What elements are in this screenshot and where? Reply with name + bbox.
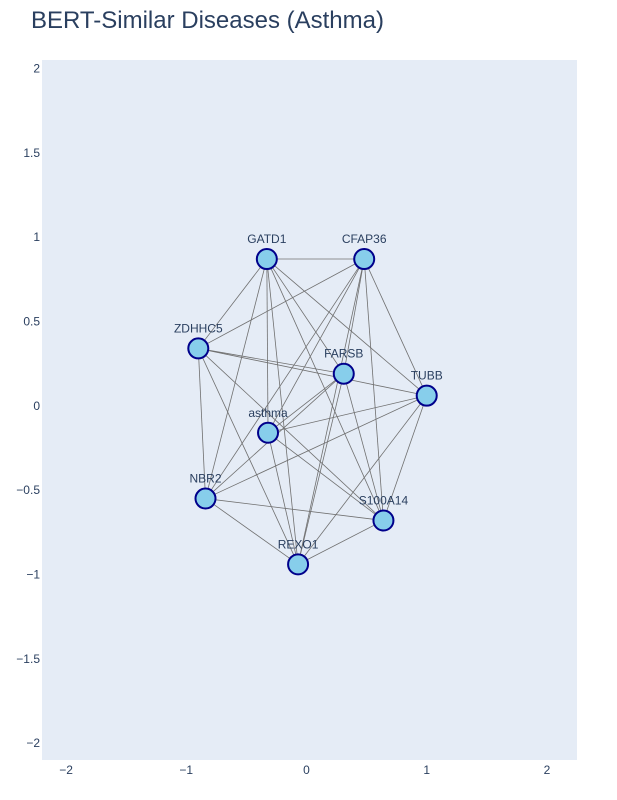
node-asthma[interactable] [257, 421, 280, 444]
x-tick-label: 2 [544, 763, 551, 777]
plot-area [42, 60, 577, 760]
edge-NBR2-REXO1 [205, 498, 299, 565]
edge-asthma-REXO1 [267, 432, 299, 565]
edge-asthma-S100A14 [267, 432, 384, 521]
x-tick-label: −1 [179, 763, 193, 777]
edge-ZDHHC5-S100A14 [198, 348, 384, 521]
node-label-asthma: asthma [248, 406, 288, 420]
node-label-TUBB: TUBB [411, 369, 443, 383]
edge-GATD1-ZDHHC5 [197, 258, 268, 349]
edge-TUBB-REXO1 [297, 395, 428, 565]
y-axis-ticks: 2 1.5 1 0.5 0 −0.5 −1 −1.5 −2 [16, 61, 40, 750]
node-label-CFAP36: CFAP36 [342, 232, 387, 246]
y-tick-label: −0.5 [16, 483, 40, 497]
node-S100A14[interactable] [372, 509, 395, 532]
edge-TUBB-NBR2 [205, 395, 427, 499]
node-label-GATD1: GATD1 [247, 232, 286, 246]
node-FARSB[interactable] [332, 362, 355, 385]
edge-CFAP36-asthma [267, 258, 365, 433]
node-label-NBR2: NBR2 [189, 472, 221, 486]
edge-ZDHHC5-REXO1 [197, 348, 299, 565]
y-tick-label: 1.5 [23, 146, 40, 160]
x-tick-label: 0 [303, 763, 310, 777]
edge-GATD1-REXO1 [266, 258, 299, 565]
x-axis-ticks: −2 −1 0 1 2 [59, 763, 550, 777]
edge-TUBB-asthma [267, 395, 427, 434]
edge-FARSB-asthma [267, 373, 345, 434]
edge-FARSB-REXO1 [297, 373, 345, 565]
y-tick-label: −2 [26, 736, 40, 750]
y-tick-label: −1 [26, 567, 40, 581]
edge-CFAP36-NBR2 [205, 258, 365, 499]
edge-ZDHHC5-FARSB [198, 348, 344, 375]
edge-GATD1-S100A14 [266, 258, 384, 521]
edge-TUBB-S100A14 [383, 395, 428, 521]
edge-CFAP36-REXO1 [297, 258, 365, 565]
node-TUBB[interactable] [415, 384, 438, 407]
node-CFAP36[interactable] [353, 248, 376, 271]
y-tick-label: 1 [33, 230, 40, 244]
node-label-FARSB: FARSB [324, 347, 363, 361]
edge-GATD1-TUBB [266, 258, 427, 396]
edge-FARSB-S100A14 [343, 373, 384, 521]
edge-CFAP36-FARSB [343, 258, 365, 374]
y-tick-label: 0.5 [23, 314, 40, 328]
node-NBR2[interactable] [194, 487, 217, 510]
node-label-ZDHHC5: ZDHHC5 [174, 321, 223, 335]
edge-S100A14-REXO1 [297, 520, 384, 565]
edge-GATD1-NBR2 [205, 258, 268, 499]
edge-CFAP36-TUBB [363, 258, 428, 396]
edge-NBR2-S100A14 [205, 498, 384, 521]
edge-CFAP36-S100A14 [363, 259, 384, 521]
node-label-REXO1: REXO1 [278, 537, 319, 551]
node-label-S100A14: S100A14 [359, 493, 409, 507]
node-GATD1[interactable] [255, 248, 278, 271]
x-tick-label: −2 [59, 763, 73, 777]
edge-ZDHHC5-TUBB [198, 348, 427, 397]
y-tick-label: −1.5 [16, 652, 40, 666]
x-tick-label: 1 [423, 763, 430, 777]
edge-CFAP36-ZDHHC5 [198, 258, 365, 349]
edge-ZDHHC5-NBR2 [197, 348, 206, 499]
nodes-layer [187, 248, 438, 576]
node-ZDHHC5[interactable] [187, 337, 210, 360]
node-REXO1[interactable] [287, 553, 310, 576]
y-tick-label: 0 [33, 399, 40, 413]
chart-title: BERT-Similar Diseases (Asthma) [31, 7, 384, 34]
y-tick-label: 2 [33, 61, 40, 75]
edge-GATD1-FARSB [266, 258, 345, 374]
edges-layer [197, 258, 428, 565]
